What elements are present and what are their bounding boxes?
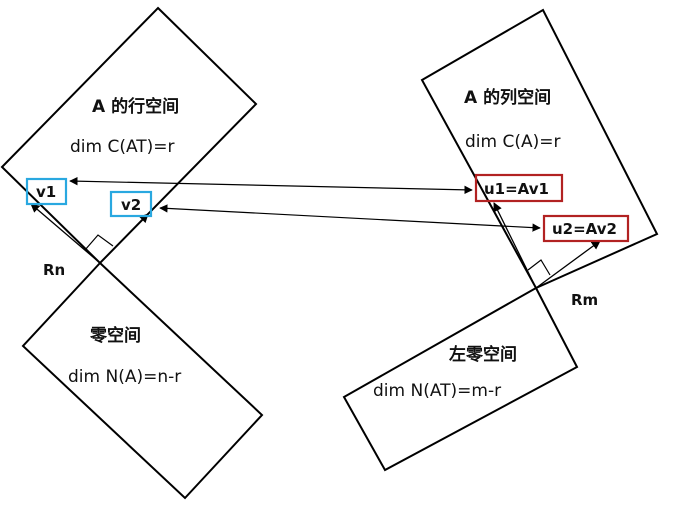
rn-label: Rn bbox=[43, 261, 65, 279]
v1-box bbox=[25, 177, 68, 206]
null-space-title: 零空间 bbox=[89, 325, 141, 346]
u2-box bbox=[542, 214, 630, 243]
u1-label: u1=Av1 bbox=[484, 180, 549, 198]
row-space-title: A 的行空间 bbox=[92, 96, 179, 117]
v1-label: v1 bbox=[36, 183, 56, 201]
u1-box bbox=[474, 173, 564, 203]
mapping-arrow-v2-u2 bbox=[159, 204, 541, 232]
right-angle-marker-right bbox=[527, 259, 551, 276]
left-null-space-dim: dim N(AT)=m-r bbox=[373, 381, 501, 401]
row-space-region bbox=[0, 6, 258, 265]
left-null-space-region bbox=[342, 286, 579, 472]
u2-vector bbox=[535, 240, 601, 289]
v2-label: v2 bbox=[121, 196, 141, 214]
null-space-region bbox=[21, 261, 264, 500]
column-space-title: A 的列空间 bbox=[464, 87, 551, 108]
v1-vector bbox=[30, 203, 101, 264]
v2-vector bbox=[99, 213, 149, 264]
row-space-dim: dim C(AT)=r bbox=[70, 137, 175, 157]
column-space-dim: dim C(A)=r bbox=[465, 132, 560, 152]
u1-vector bbox=[493, 202, 537, 289]
right-angle-marker-left bbox=[84, 234, 114, 251]
rm-label: Rm bbox=[571, 291, 598, 309]
left-null-space-title: 左零空间 bbox=[449, 344, 517, 365]
null-space-dim: dim N(A)=n-r bbox=[68, 367, 181, 387]
mapping-arrow-v1-u1 bbox=[69, 176, 473, 195]
u2-label: u2=Av2 bbox=[552, 220, 617, 238]
